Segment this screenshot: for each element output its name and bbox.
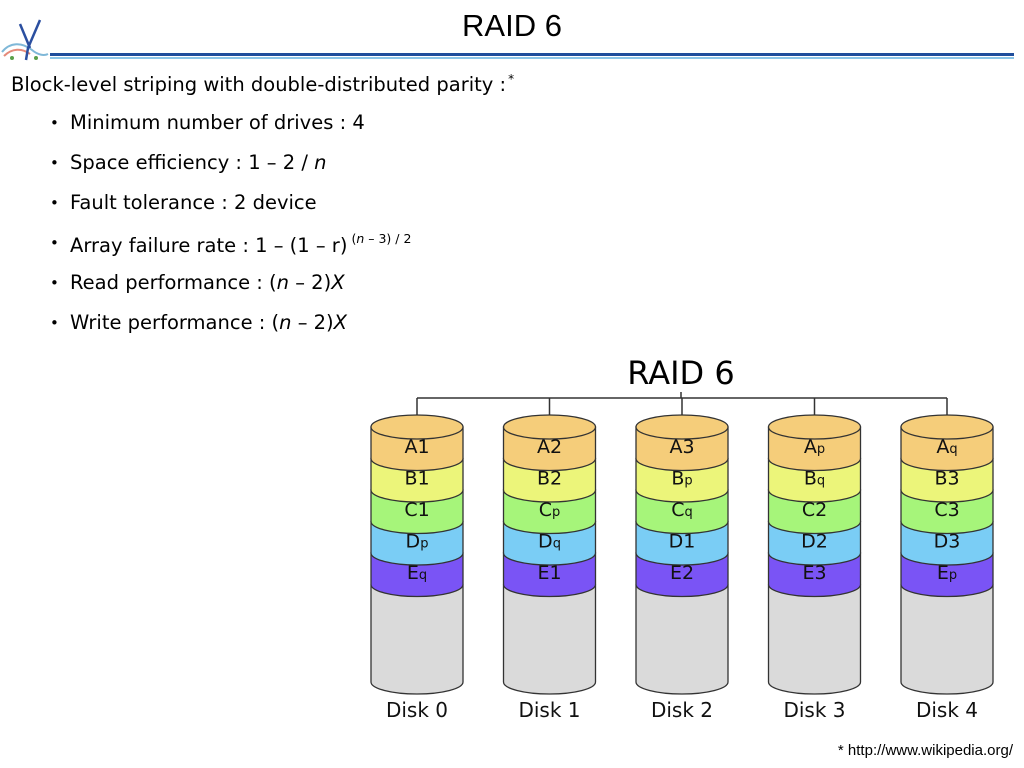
block-label: D1 [669, 531, 696, 553]
slide-title: RAID 6 [462, 8, 562, 43]
disk-top [767, 414, 862, 440]
block-label: Dp [406, 531, 429, 553]
block-label: A3 [669, 436, 694, 458]
disk-empty-space [370, 584, 464, 695]
disk-label: Disk 0 [386, 698, 448, 722]
block-label: Bq [804, 468, 825, 490]
block-label: Ap [804, 436, 825, 458]
bullet-text: Array failure rate : 1 – (1 – r)(n – 3) … [70, 231, 412, 257]
block-label: E2 [670, 562, 694, 584]
disk-empty-space [635, 584, 729, 695]
intro-text: Block-level striping with double-distrib… [11, 72, 514, 96]
bullet-text: Read performance : (n – 2)X [70, 271, 345, 294]
title-divider [50, 53, 1014, 56]
block-label: Cp [539, 499, 561, 521]
bullet-item: • Fault tolerance : 2 device [50, 191, 411, 231]
block-label: B1 [404, 468, 429, 490]
block-label: C1 [404, 499, 429, 521]
block-label: Bp [671, 468, 692, 490]
block-label: D2 [801, 531, 828, 553]
bullet-dot-icon: • [50, 194, 59, 212]
disk-top [502, 414, 597, 440]
bullet-item: • Space efficiency : 1 – 2 / n [50, 151, 411, 191]
bullet-item: • Minimum number of drives : 4 [50, 111, 411, 151]
bullet-text: Write performance : (n – 2)X [70, 311, 348, 334]
disk-label: Disk 4 [916, 698, 978, 722]
disk-top [370, 414, 464, 440]
block-label: Ep [937, 562, 957, 584]
bullet-item: • Write performance : (n – 2)X [50, 311, 411, 351]
disk-label: Disk 2 [651, 698, 713, 722]
bullet-dot-icon: • [50, 114, 59, 132]
bullet-item: • Read performance : (n – 2)X [50, 271, 411, 311]
block-label: E3 [802, 562, 826, 584]
block-label: Aq [936, 436, 957, 458]
block-label: A1 [404, 436, 429, 458]
disk-label: Disk 1 [518, 698, 580, 722]
bullet-text: Fault tolerance : 2 device [70, 191, 317, 214]
block-label: Dq [538, 531, 561, 553]
block-label: C2 [802, 499, 827, 521]
footnote-mark: * [508, 72, 515, 86]
bullet-text: Space efficiency : 1 – 2 / n [70, 151, 327, 174]
footnote: * http://www.wikipedia.org/ [837, 742, 1013, 759]
block-label: D3 [934, 531, 961, 553]
bullet-dot-icon: • [50, 274, 59, 292]
block-label: A2 [537, 436, 562, 458]
bullet-dot-icon: • [50, 314, 59, 332]
bullet-dot-icon: • [50, 154, 59, 172]
disk-empty-space [502, 584, 597, 695]
block-label: B2 [537, 468, 562, 490]
bullet-item: • Array failure rate : 1 – (1 – r)(n – 3… [50, 231, 411, 271]
bullet-dot-icon: • [50, 234, 59, 252]
logo-icon [1, 19, 49, 61]
bullet-list: • Minimum number of drives : 4 • Space e… [50, 111, 411, 351]
diagram-title: RAID 6 [627, 354, 734, 392]
block-label: E1 [537, 562, 561, 584]
disk-top [900, 414, 994, 440]
title-divider-light [50, 57, 1014, 59]
block-label: B3 [934, 468, 959, 490]
block-label: Cq [671, 499, 693, 521]
disk-label: Disk 3 [783, 698, 845, 722]
block-label: C3 [934, 499, 959, 521]
bullet-text: Minimum number of drives : 4 [70, 111, 365, 134]
disk-top [635, 414, 729, 440]
block-label: Eq [407, 562, 427, 584]
disk-empty-space [767, 584, 862, 695]
intro-label: Block-level striping with double-distrib… [11, 73, 507, 96]
disk-empty-space [900, 584, 994, 695]
